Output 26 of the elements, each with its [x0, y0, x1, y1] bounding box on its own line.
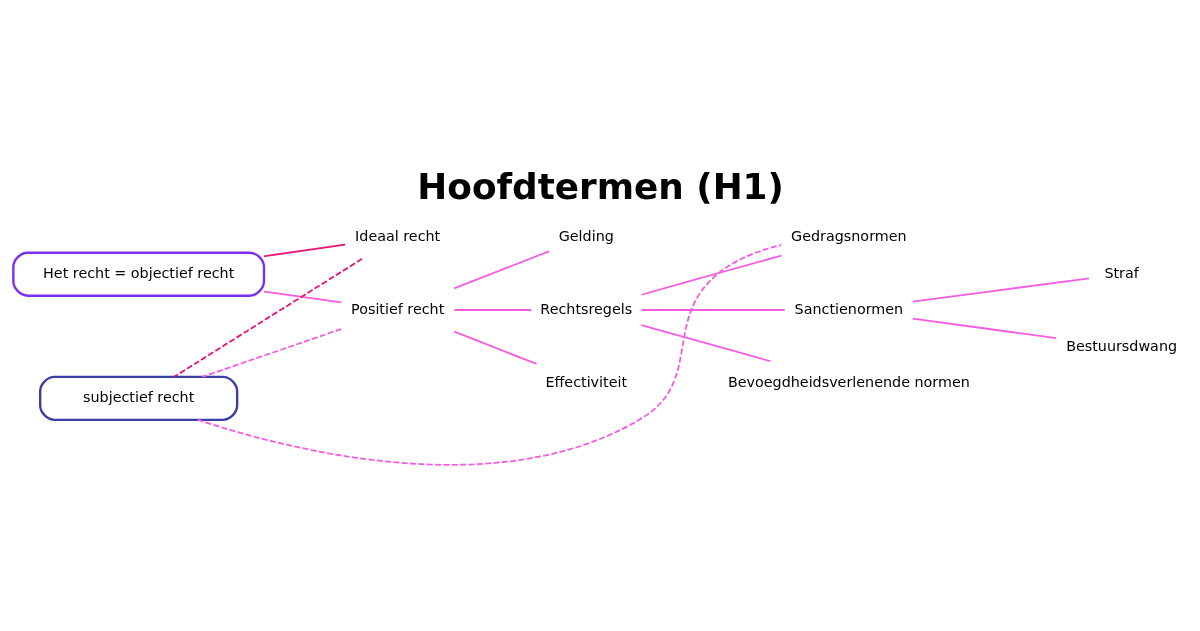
connector [453, 330, 538, 365]
connector [453, 249, 550, 289]
node-text: Bestuursdwang [1066, 337, 1178, 354]
node-text: Positief recht [351, 300, 445, 317]
connector [640, 308, 786, 311]
node-text: Rechtsregels [540, 300, 633, 317]
node-text: Ideaal recht [355, 227, 441, 244]
connector [263, 243, 346, 257]
diagram-title: Hoofdtermen (H1) [417, 165, 784, 207]
node-text: Gelding [558, 227, 614, 244]
node-text: Effectiviteit [545, 373, 628, 390]
connector [640, 323, 772, 362]
connector [173, 257, 363, 377]
node-text: Sanctienormen [794, 300, 904, 317]
node-box: Het recht = objectief recht [12, 251, 266, 297]
connector [196, 243, 783, 466]
node-box: subjectief recht [39, 375, 239, 421]
node-text: Gedragsnormen [791, 227, 907, 244]
connector [911, 276, 1090, 303]
connector [201, 327, 343, 378]
connector [453, 308, 533, 311]
node-text: Straf [1104, 264, 1139, 281]
connector [911, 317, 1058, 339]
connector [263, 290, 343, 303]
node-text: Bevoegdheidsverlenende normen [727, 373, 970, 390]
connector [640, 254, 783, 296]
